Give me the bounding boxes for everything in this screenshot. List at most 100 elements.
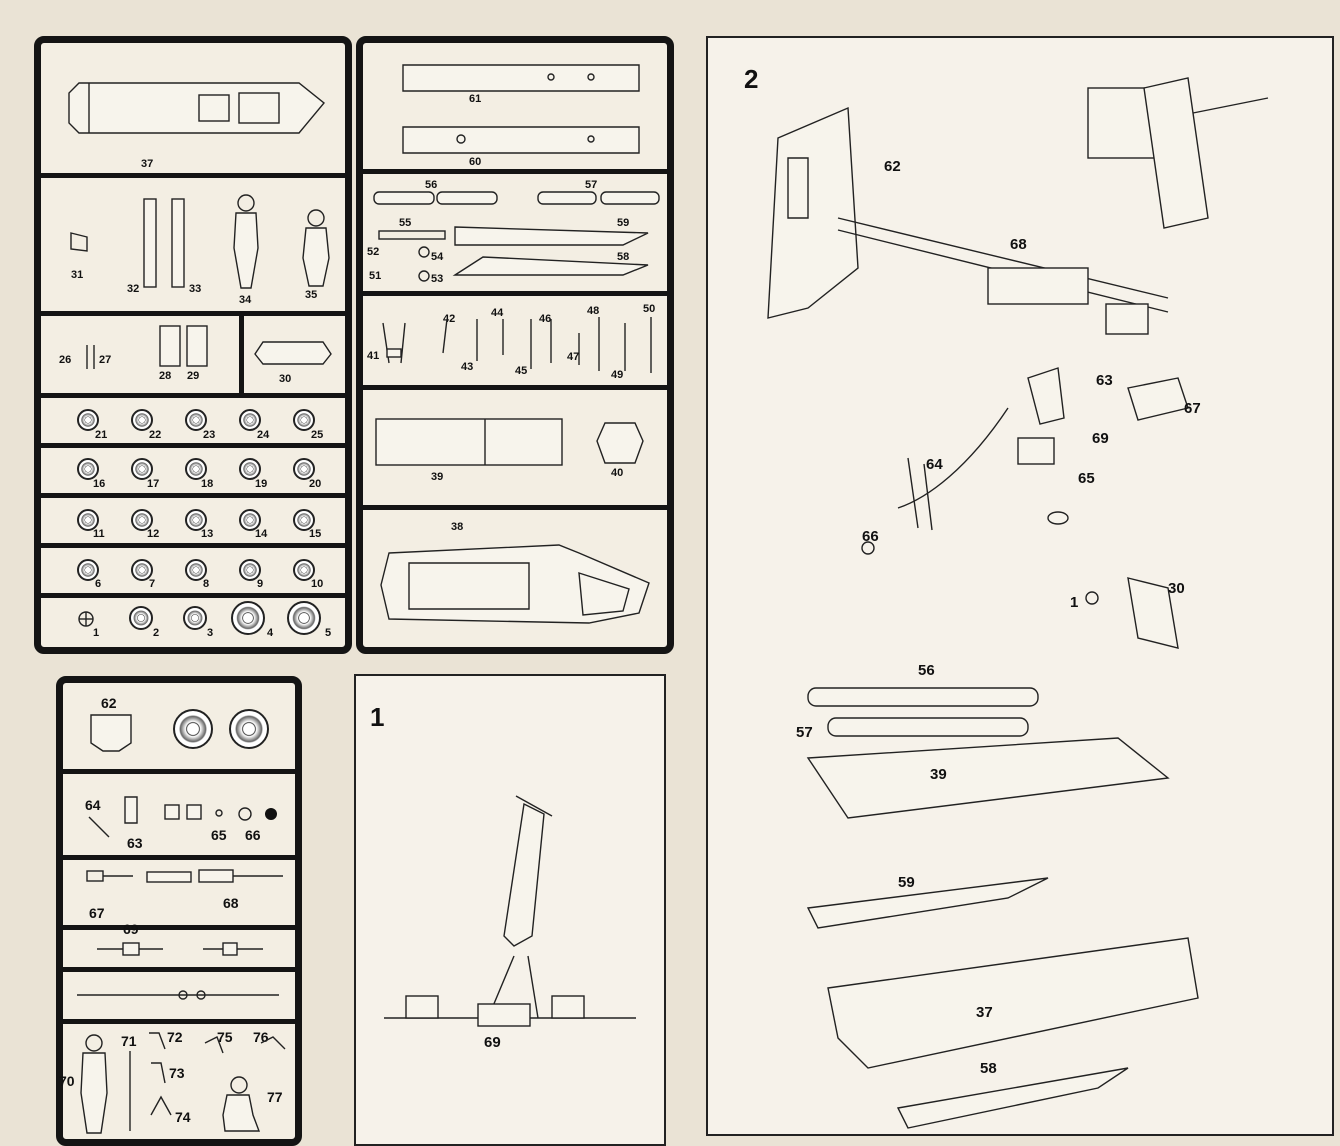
part-label-41: 41 — [367, 350, 380, 362]
part-label-74: 74 — [175, 1109, 191, 1125]
sprue-frame-b: 61 60 56 57 55 59 52 54 51 53 58 42 44 4… — [356, 36, 674, 654]
divider — [363, 505, 667, 510]
part-31-panel — [70, 232, 88, 252]
road-wheel — [239, 509, 261, 531]
part-label-33: 33 — [189, 283, 202, 295]
part-54-ring — [418, 246, 430, 258]
part-label-61: 61 — [469, 93, 482, 105]
sprue-frame-a: 37 31 32 33 34 35 26 27 28 29 30 21 22 2… — [34, 36, 352, 654]
part-label-39: 39 — [431, 471, 444, 483]
part-label-9: 9 — [257, 578, 264, 590]
divider — [239, 311, 244, 396]
part-label-45: 45 — [515, 365, 528, 377]
part-label-30: 30 — [279, 373, 292, 385]
part-label-18: 18 — [201, 478, 214, 490]
part-label-29: 29 — [187, 370, 200, 382]
part-75-76-arms — [204, 1036, 286, 1054]
part-label-6: 6 — [95, 578, 102, 590]
part-33-side-panel — [171, 198, 185, 288]
callout-58: 58 — [980, 1060, 997, 1077]
part-label-7: 7 — [149, 578, 156, 590]
part-40-hatch — [596, 422, 644, 464]
part-label-46: 46 — [539, 313, 552, 325]
road-wheel — [293, 458, 315, 480]
road-wheel — [77, 509, 99, 531]
part-69-mount-base — [97, 942, 263, 956]
step-2-gun-drawing — [767, 77, 1269, 555]
part-label-73: 73 — [169, 1065, 185, 1081]
divider — [41, 593, 345, 598]
part-label-56: 56 — [425, 179, 438, 191]
callout-56: 56 — [918, 662, 935, 679]
part-label-2: 2 — [153, 627, 160, 639]
part-56-seat-bench — [373, 191, 498, 205]
divider — [63, 1019, 295, 1024]
part-66-discs — [238, 807, 277, 821]
divider — [41, 311, 345, 316]
callout-39: 39 — [930, 766, 947, 783]
callout-66: 66 — [862, 528, 879, 545]
divider — [363, 385, 667, 390]
part-label-22: 22 — [149, 429, 162, 441]
part-30-bracket — [254, 341, 332, 365]
road-wheel — [185, 509, 207, 531]
divider — [41, 173, 345, 178]
road-wheel — [185, 559, 207, 581]
part-label-17: 17 — [147, 478, 160, 490]
part-label-59: 59 — [617, 217, 630, 229]
part-label-20: 20 — [309, 478, 322, 490]
part-60-side-rail — [402, 126, 640, 154]
part-55-axle-bracket — [378, 230, 446, 240]
divider — [63, 925, 295, 930]
front-wheel — [229, 709, 269, 749]
part-label-25: 25 — [311, 429, 324, 441]
part-32-side-panel — [143, 198, 157, 288]
part-label-57: 57 — [585, 179, 598, 191]
part-label-21: 21 — [95, 429, 108, 441]
step-number: 1 — [370, 702, 385, 732]
part-64-bracket — [88, 816, 110, 838]
road-wheel — [239, 559, 261, 581]
divider — [41, 393, 345, 398]
part-label-68: 68 — [223, 895, 239, 911]
part-74-legs — [150, 1095, 172, 1116]
road-wheel — [239, 409, 261, 431]
part-67-sight — [86, 870, 133, 882]
callout-59: 59 — [898, 874, 915, 891]
callout-57: 57 — [796, 724, 813, 741]
part-tow-bar — [77, 990, 279, 1000]
callout-63: 63 — [1096, 372, 1113, 389]
part-label-37: 37 — [141, 158, 154, 170]
part-label-11: 11 — [93, 528, 105, 540]
step-number: 2 — [744, 64, 759, 94]
divider — [41, 543, 345, 548]
part-39-rear-floor — [375, 418, 563, 466]
step-1-drawing — [384, 795, 636, 1027]
part-label-40: 40 — [611, 467, 624, 479]
part-label-23: 23 — [203, 429, 216, 441]
part-72-73-arms — [149, 1032, 166, 1084]
part-28-29-plates — [159, 325, 208, 367]
divider — [41, 493, 345, 498]
part-71-rifle — [129, 1051, 131, 1131]
road-wheel — [185, 458, 207, 480]
part-label-4: 4 — [267, 627, 274, 639]
callout-62: 62 — [884, 158, 901, 175]
part-label-54: 54 — [431, 251, 444, 263]
callout-1: 1 — [1070, 594, 1079, 611]
part-label-77: 77 — [267, 1089, 283, 1105]
part-label-60: 60 — [469, 156, 482, 168]
part-label-69: 69 — [123, 921, 139, 937]
part-label-75: 75 — [217, 1029, 233, 1045]
divider — [41, 443, 345, 448]
part-62-gun-shield — [90, 714, 132, 752]
road-wheel — [293, 559, 315, 581]
part-77-kneeling-figure — [222, 1076, 261, 1132]
part-35-soldier-figure — [302, 209, 330, 287]
part-label-62: 62 — [101, 695, 117, 711]
part-label-43: 43 — [461, 361, 474, 373]
road-wheel — [239, 458, 261, 480]
part-34-soldier-figure — [233, 194, 259, 289]
part-70-crew-figure — [80, 1034, 108, 1134]
part-label-38: 38 — [451, 521, 464, 533]
